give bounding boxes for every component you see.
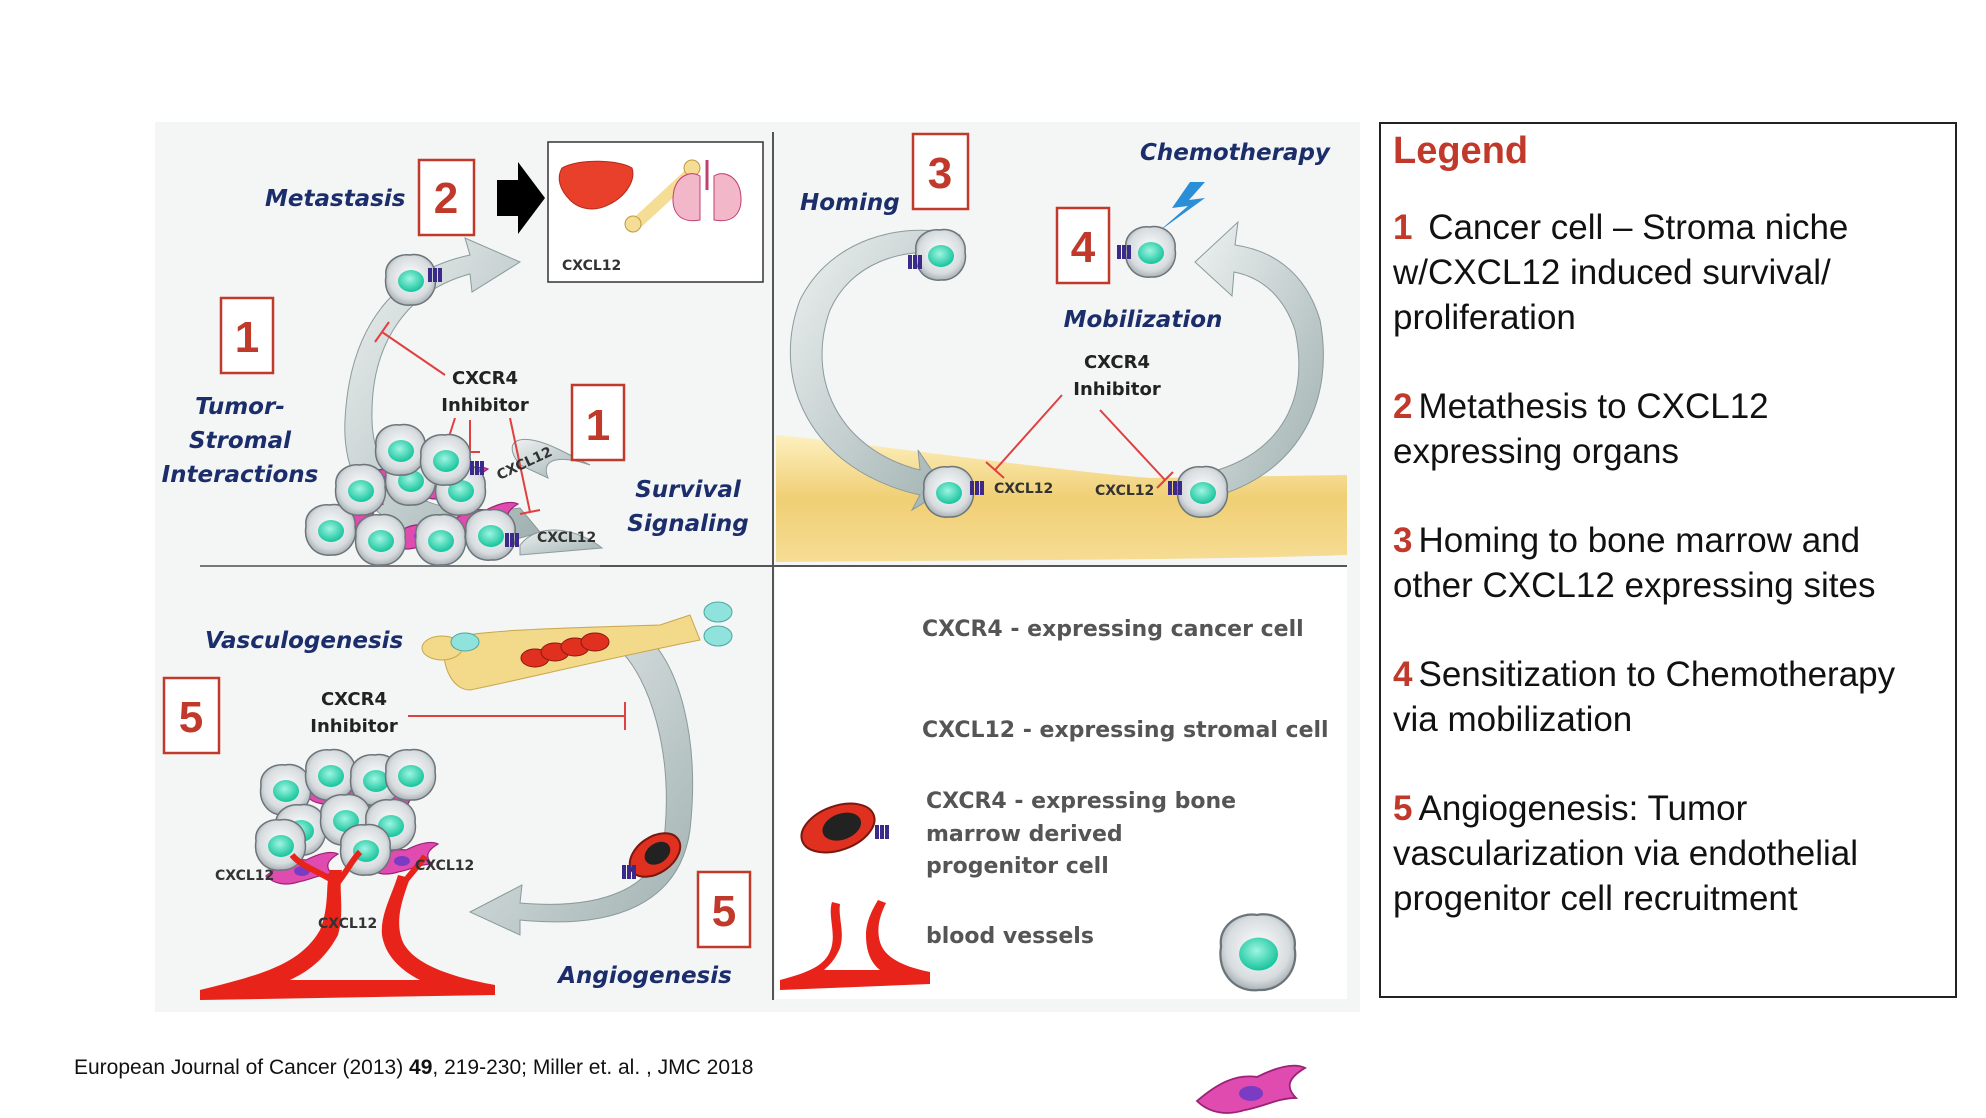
number-1-right: 1 [586, 401, 610, 450]
progenitor-receptor [622, 865, 636, 879]
number-3: 3 [928, 149, 952, 198]
survival-loop-arrow-lower [519, 529, 604, 556]
organs-cxcl12-label: CXCL12 [562, 258, 621, 274]
inhibitor-2-line2: Inhibitor [1073, 379, 1161, 400]
legend-entry-1-number: 1 [1393, 208, 1413, 247]
key-progenitor-receptor [875, 825, 889, 839]
bone-marrow-receptor-right [1168, 481, 1182, 495]
legend-entry-4-number: 4 [1393, 655, 1413, 694]
key-progenitor-line3: progenitor cell [926, 854, 1109, 879]
legend-entry-1: 1 Cancer cell – Stroma niche w/CXCL12 in… [1393, 205, 1943, 340]
cxcl12-label-vessel-3: CXCL12 [318, 916, 377, 932]
key-stromal-cell-label: CXCL12 - expressing stromal cell [922, 718, 1329, 743]
label-vasculogenesis: Vasculogenesis [205, 628, 403, 654]
legend-entry-1-text: Cancer cell – Stroma niche w/CXCL12 indu… [1393, 208, 1849, 337]
mobilization-arrow [1194, 220, 1324, 496]
homing-cell-receptor [908, 255, 922, 269]
cxcl12-label-vessel-2: CXCL12 [415, 858, 474, 874]
label-chemotherapy: Chemotherapy [1140, 140, 1331, 166]
number-2: 2 [434, 174, 458, 223]
homing-cancer-cell [914, 228, 967, 281]
key-cancer-cell-icon [1219, 913, 1297, 992]
key-blood-vessel-icon [780, 900, 930, 990]
citation-volume: 49 [409, 1056, 433, 1079]
bone-marrow-cell-right [1176, 465, 1229, 518]
label-survival: Survival [635, 477, 742, 503]
label-metastasis: Metastasis [265, 186, 405, 212]
legend-entry-5-text: Angiogenesis: Tumor vascularization via … [1393, 789, 1858, 918]
inhibitor-3-line2: Inhibitor [310, 716, 398, 737]
key-cancer-cell-label: CXCR4 - expressing cancer cell [922, 617, 1304, 642]
lungs-icon [672, 160, 742, 222]
number-1-left: 1 [235, 313, 259, 362]
legend-title: Legend [1393, 130, 1529, 172]
key-blood-vessels-label: blood vessels [926, 924, 1094, 949]
legend-entry-4-text: Sensitization to Chemotherapy via mobili… [1393, 655, 1896, 739]
liver-icon [558, 160, 634, 210]
number-box-1-right [570, 383, 626, 462]
inhibitor-3-line1: CXCR4 [321, 689, 387, 710]
label-angiogenesis: Angiogenesis [556, 963, 732, 989]
label-tumor-stromal-3: Interactions [162, 462, 319, 488]
metastatic-cell-receptor [428, 268, 442, 282]
inhibitor-1-line2: Inhibitor [441, 395, 529, 416]
number-5-left: 5 [179, 693, 203, 742]
number-box-3 [911, 132, 970, 211]
legend-entry-2-number: 2 [1393, 387, 1413, 426]
bone-marrow-cell-left [922, 465, 975, 518]
number-box-5-left [162, 676, 221, 755]
progenitor-cell-migrating [628, 832, 682, 878]
mobilized-cancer-cell [1124, 225, 1177, 278]
lightning-bolt-icon [1158, 182, 1205, 232]
metastatic-cancer-cell [384, 253, 437, 306]
vascularized-tumor [254, 748, 439, 885]
bone-marrow-band [776, 435, 1347, 562]
key-progenitor-icon [800, 802, 876, 854]
legend-entry-5-number: 5 [1393, 789, 1413, 828]
bone-marrow-receptor-left [970, 481, 984, 495]
legend-entry-3-number: 3 [1393, 521, 1413, 560]
citation: European Journal of Cancer (2013) 49, 21… [74, 1056, 753, 1080]
number-box-4 [1055, 206, 1111, 285]
mobilized-cell-receptor [1117, 245, 1131, 259]
inhibitor-2-line1: CXCR4 [1084, 352, 1150, 373]
bone-with-progenitors [421, 601, 733, 691]
citation-part1: European Journal of Cancer (2013) [74, 1056, 410, 1079]
number-box-1-left [219, 296, 275, 375]
label-mobilization: Mobilization [1064, 307, 1223, 333]
number-5-right: 5 [712, 887, 736, 936]
inhibition-line-bottom [408, 702, 626, 730]
key-progenitor-line2: marrow derived [926, 822, 1123, 847]
cxcl12-label-bone-left: CXCL12 [994, 481, 1053, 497]
metastasis-arrow-black [497, 162, 545, 234]
inhibitor-1-line1: CXCR4 [452, 368, 518, 389]
number-box-5-right [696, 870, 752, 949]
angiogenesis-arrow [468, 629, 693, 936]
label-signaling: Signaling [627, 511, 748, 537]
cxcl12-label-bone-right: CXCL12 [1095, 483, 1154, 499]
tumor-blood-vessel [200, 870, 495, 1000]
legend-entry-2-text: Metathesis to CXCL12 expressing organs [1393, 387, 1769, 471]
label-tumor-stromal-2: Stromal [189, 428, 292, 454]
inhibition-lines-top-right [985, 394, 1174, 489]
key-progenitor-line1: CXCR4 - expressing bone [926, 789, 1236, 814]
legend-box: Legend 1 Cancer cell – Stroma niche w/CX… [1379, 122, 1957, 998]
label-tumor-stromal-1: Tumor- [195, 394, 285, 420]
cxcl12-label-tumor-2: CXCL12 [537, 530, 596, 546]
citation-part2: , 219-230; Miller et. al. , JMC 2018 [432, 1056, 754, 1079]
cxcl12-label-vessel-1: CXCL12 [215, 868, 274, 884]
tumor-vessel-branches [289, 849, 428, 887]
legend-entry-3-text: Homing to bone marrow and other CXCL12 e… [1393, 521, 1876, 605]
number-4: 4 [1071, 223, 1096, 272]
number-box-2 [417, 158, 476, 237]
key-stromal-cell-icon [1196, 1064, 1306, 1114]
label-homing: Homing [800, 190, 900, 216]
